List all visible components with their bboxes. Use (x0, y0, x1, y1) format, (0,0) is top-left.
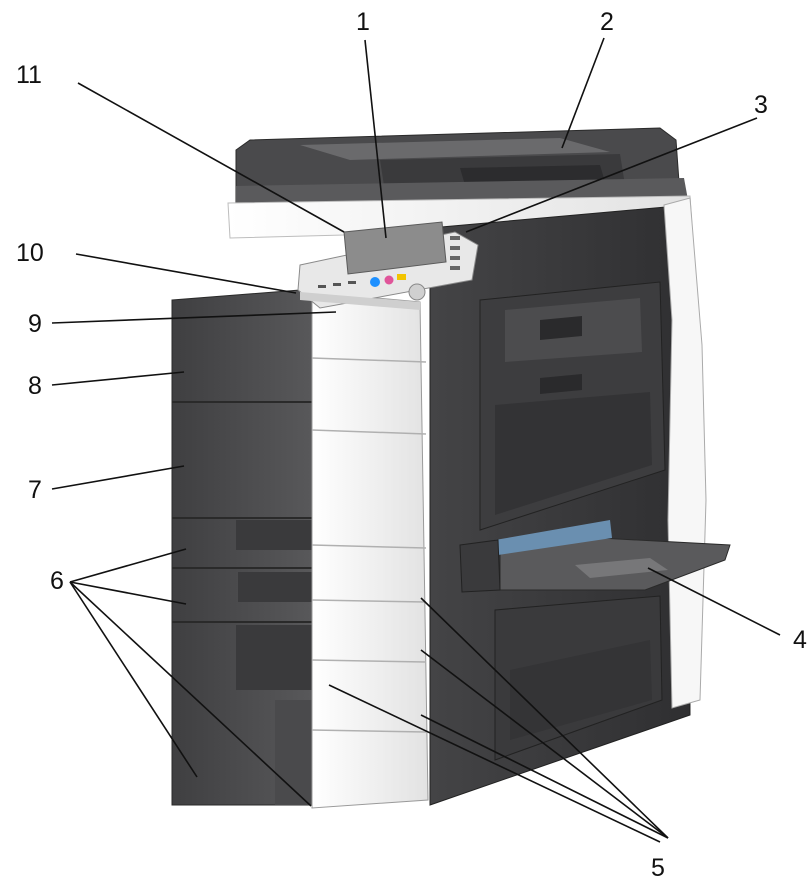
callout-6: 6 (50, 567, 64, 595)
callout-9: 9 (28, 310, 42, 338)
leader-lines (51, 37, 781, 843)
leader-2 (561, 37, 605, 149)
leader-11 (77, 82, 345, 233)
callout-7: 7 (28, 476, 42, 504)
leader-5a (420, 597, 669, 839)
leader-6d (69, 581, 312, 807)
callout-10: 10 (16, 239, 44, 267)
leader-5b (420, 649, 669, 839)
callout-1: 1 (356, 8, 370, 36)
callout-11: 11 (16, 61, 42, 89)
button-yellow (397, 274, 406, 280)
leader-8 (51, 371, 185, 386)
callout-4: 4 (793, 626, 807, 654)
leader-10 (75, 253, 297, 294)
front-white-panel (311, 291, 429, 809)
leader-6b (69, 581, 187, 605)
leader-1 (364, 39, 387, 239)
stylus-holder (408, 283, 426, 301)
leader-3 (465, 117, 758, 233)
callout-8: 8 (28, 372, 42, 400)
leader-6a (69, 548, 187, 583)
callout-5: 5 (651, 854, 665, 882)
callout-labels: 1 2 3 4 5 6 7 8 9 10 11 (16, 8, 807, 882)
right-white-panel (663, 197, 707, 709)
leader-9 (51, 311, 337, 324)
leader-7 (51, 465, 185, 490)
machine-body (171, 127, 731, 809)
button-pink (384, 275, 394, 285)
leader-6c (69, 581, 198, 778)
leader-5d (328, 684, 661, 843)
leader-5c (420, 714, 669, 839)
leader-4 (647, 567, 781, 636)
callout-2: 2 (600, 8, 614, 36)
callout-3: 3 (754, 91, 768, 119)
touch-screen (343, 221, 447, 275)
button-blue (370, 277, 380, 287)
